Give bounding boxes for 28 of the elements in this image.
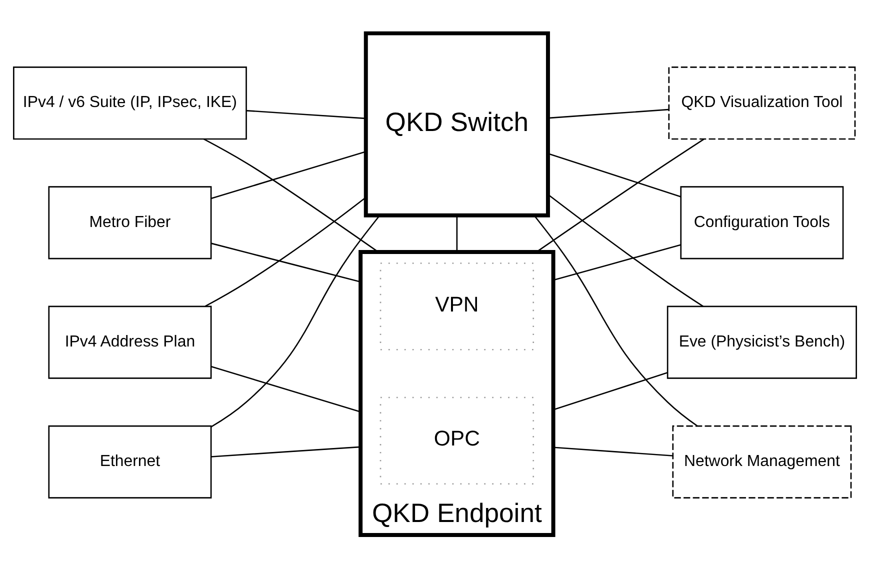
connector [553,446,672,456]
connector [210,215,380,427]
connector [205,196,366,306]
connector [534,215,698,426]
node-box: QKD Visualization Tool [668,66,856,140]
connector [203,138,379,252]
node-box: IPv4 Address Plan [48,305,212,378]
connector [246,110,366,119]
connector [211,446,361,457]
connector [553,244,681,280]
node-box: Ethernet [48,424,212,498]
node-box: Configuration Tools [680,186,844,259]
connector [210,150,366,199]
node-box: Metro Fiber [48,186,212,259]
node-box: VPN [380,262,534,350]
node-box: QKD Switch [364,30,550,217]
connector [548,152,682,197]
connector [210,242,361,282]
connector [553,372,668,410]
connector [210,365,361,412]
node-box: IPv4 / v6 Suite (IP, IPsec, IKE) [13,66,247,140]
node-box: OPC [380,396,534,484]
connector [456,215,458,252]
node-box: Network Management [672,424,852,498]
connector [548,108,668,118]
connector [548,194,704,306]
connector [536,138,704,252]
node-box: Eve (Physicist’s Bench) [666,305,857,378]
